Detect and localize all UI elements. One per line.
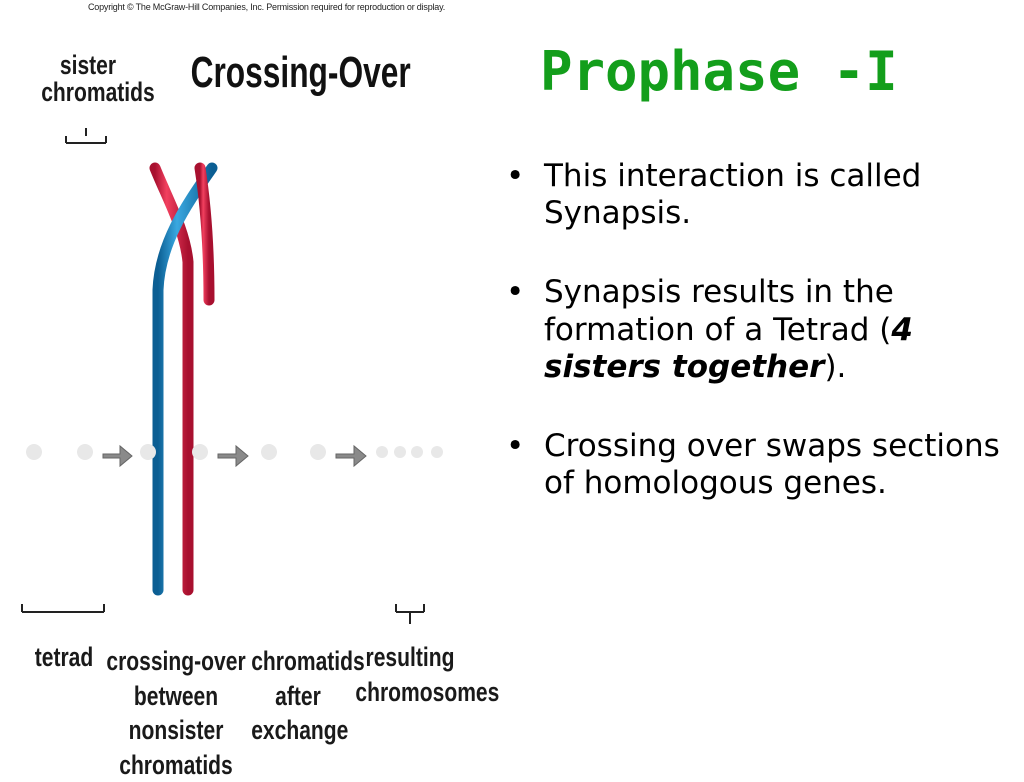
bullet-text-emphasis: 4 sisters together bbox=[544, 311, 913, 385]
stage-label-line: chromatids bbox=[119, 749, 233, 780]
stage-label-line: chromosomes bbox=[355, 676, 500, 707]
bullet-text: This interaction is called Synapsis. bbox=[544, 158, 922, 232]
stage-label-crossing-over: crossing-over between nonsister chromati… bbox=[106, 644, 246, 782]
centromere bbox=[431, 446, 443, 458]
stage-label-line: between nonsister bbox=[128, 680, 224, 746]
centromere bbox=[411, 446, 423, 458]
tetrad-stage bbox=[18, 154, 104, 596]
copyright-notice: Copyright © The McGraw-Hill Companies, I… bbox=[88, 2, 446, 12]
crossing-over-diagram bbox=[18, 128, 443, 624]
bullet-icon: • bbox=[506, 274, 525, 311]
figure-title: Crossing-Over bbox=[190, 48, 411, 97]
bullet-text-after: ). bbox=[824, 348, 847, 385]
bullet-icon: • bbox=[506, 158, 525, 194]
arrow-icon bbox=[335, 444, 367, 468]
arrow-icon bbox=[102, 444, 133, 468]
centromere bbox=[26, 444, 42, 460]
bullet-icon: • bbox=[506, 427, 525, 464]
centromere bbox=[310, 444, 326, 460]
bullet-item: • Crossing over swaps sections of homolo… bbox=[504, 428, 1019, 502]
stage-label-resulting: resulting chromosomes bbox=[355, 640, 500, 709]
centromere bbox=[192, 444, 208, 460]
bullet-item: • Synapsis results in the formation of a… bbox=[504, 274, 1019, 386]
bullet-list: • This interaction is called Synapsis. •… bbox=[504, 158, 1019, 544]
sister-bracket bbox=[65, 128, 107, 144]
after-exchange-stage bbox=[252, 154, 336, 596]
centromere bbox=[261, 444, 277, 460]
stage-label-line: after bbox=[275, 680, 321, 711]
bullet-text: Synapsis results in the formation of a T… bbox=[544, 274, 913, 384]
centromere bbox=[376, 446, 388, 458]
resulting-chromosomes-stage bbox=[377, 153, 442, 603]
tetrad-bracket bbox=[21, 604, 105, 613]
stage-label-line: exchange bbox=[251, 715, 349, 746]
stage-label-line: chromatids bbox=[251, 646, 365, 676]
centromere bbox=[140, 444, 156, 460]
bullet-text-before: Synapsis results in the formation of a T… bbox=[544, 274, 894, 348]
crossing-over-stage bbox=[132, 162, 218, 596]
stage-label-line: crossing-over bbox=[106, 646, 246, 676]
stage-label-tetrad: tetrad bbox=[17, 644, 111, 671]
stage-label-after-exchange: chromatids after exchange bbox=[251, 644, 365, 748]
centromere bbox=[394, 446, 406, 458]
stage-label-line: tetrad bbox=[34, 642, 94, 672]
red-chromatid bbox=[194, 162, 215, 306]
bullet-item: • This interaction is called Synapsis. bbox=[504, 158, 1019, 232]
arrow-icon bbox=[217, 444, 249, 468]
sister-label-line-1: sister bbox=[59, 50, 117, 80]
stage-label-line: resulting bbox=[365, 642, 455, 672]
resulting-bracket bbox=[395, 604, 425, 624]
bullet-text: Crossing over swaps sections of homologo… bbox=[544, 427, 1000, 502]
slide-title: Prophase -I bbox=[540, 40, 898, 103]
centromere bbox=[77, 444, 93, 460]
